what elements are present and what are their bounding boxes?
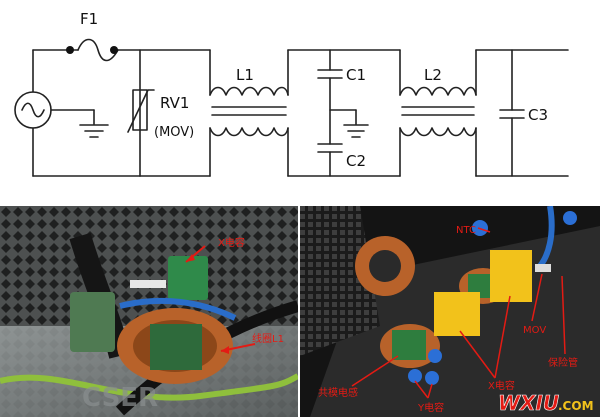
coil-l1-core: [150, 324, 202, 370]
ground-wire-green: [0, 373, 298, 401]
heatsink-fins: [300, 206, 380, 356]
mov-body: [535, 264, 551, 272]
label-f1: F1: [80, 10, 98, 28]
common-mode-core: [392, 330, 426, 360]
callout-ntc: NTC: [456, 225, 491, 236]
label-c2: C2: [346, 152, 366, 170]
callout-fuse: 保险管: [548, 275, 578, 369]
fuse-f1-symbol: [77, 38, 211, 177]
svg-text:WXIU: WXIU: [498, 391, 559, 415]
label-c3: C3: [528, 106, 548, 124]
cable-tie: [130, 280, 166, 288]
label-l1: L1: [236, 66, 254, 84]
svg-text:保险管: 保险管: [548, 356, 578, 369]
svg-text:MOV: MOV: [523, 325, 546, 336]
label-rv1: RV1: [160, 94, 189, 112]
label-mov: (MOV): [154, 125, 194, 140]
emi-filter-schematic: F1 RV1 (MOV) L1 C1 C2 L2 C3: [0, 0, 600, 206]
component-green-block: [70, 292, 115, 352]
fuse-terminal-dot: [110, 46, 118, 54]
ac-source-symbol: [14, 91, 95, 129]
callout-x-capacitor-right: X电容: [459, 295, 515, 392]
photo-psu-pcb: NTC 共模电感 Y电容 X电容 MOV 保险管 WXIU .COM: [300, 206, 600, 417]
y-capacitor-2: [425, 371, 439, 385]
y-capacitor-1: [408, 369, 422, 383]
y-capacitor-3: [428, 349, 442, 363]
ac-source-wiring: [32, 49, 141, 177]
svg-text:.COM: .COM: [558, 399, 594, 413]
label-l2: L2: [424, 66, 442, 84]
blue-wire-right: [537, 206, 555, 268]
inductor-l1-symbol: [209, 86, 289, 137]
x-capacitor-1: [490, 250, 532, 302]
callout-mov: MOV: [523, 273, 546, 336]
svg-text:共模电感: 共模电感: [318, 386, 358, 399]
svg-text:NTC: NTC: [456, 225, 476, 236]
varistor-rv1-symbol: [127, 89, 155, 133]
x-capacitor-body: [168, 256, 208, 300]
callout-y-capacitor: Y电容: [414, 380, 444, 414]
callout-x-capacitor: X电容: [185, 236, 245, 263]
svg-text:X电容: X电容: [218, 236, 245, 249]
fuse-terminal-dot: [66, 46, 74, 54]
svg-text:Y电容: Y电容: [417, 401, 444, 414]
blue-wire: [119, 297, 237, 321]
inductor-l2-symbol: [399, 86, 477, 137]
photo-divider: [298, 206, 300, 417]
output-capacitor-c3: [475, 49, 569, 177]
svg-text:线圈L1: 线圈L1: [252, 332, 284, 345]
svg-text:X电容: X电容: [488, 379, 515, 392]
watermark-left: CSER: [82, 383, 158, 413]
x-y-capacitor-network: [287, 49, 401, 177]
x-capacitor-2: [434, 292, 480, 336]
label-c1: C1: [346, 66, 366, 84]
photo-psu-input-filter: X电容 线圈L1 CSER: [0, 206, 298, 417]
ground-symbol-left: [79, 124, 109, 138]
watermark-wxiu: WXIU .COM: [498, 391, 594, 416]
callout-coil-l1: 线圈L1: [220, 332, 284, 354]
callout-common-mode-inductor: 共模电感: [318, 355, 399, 399]
